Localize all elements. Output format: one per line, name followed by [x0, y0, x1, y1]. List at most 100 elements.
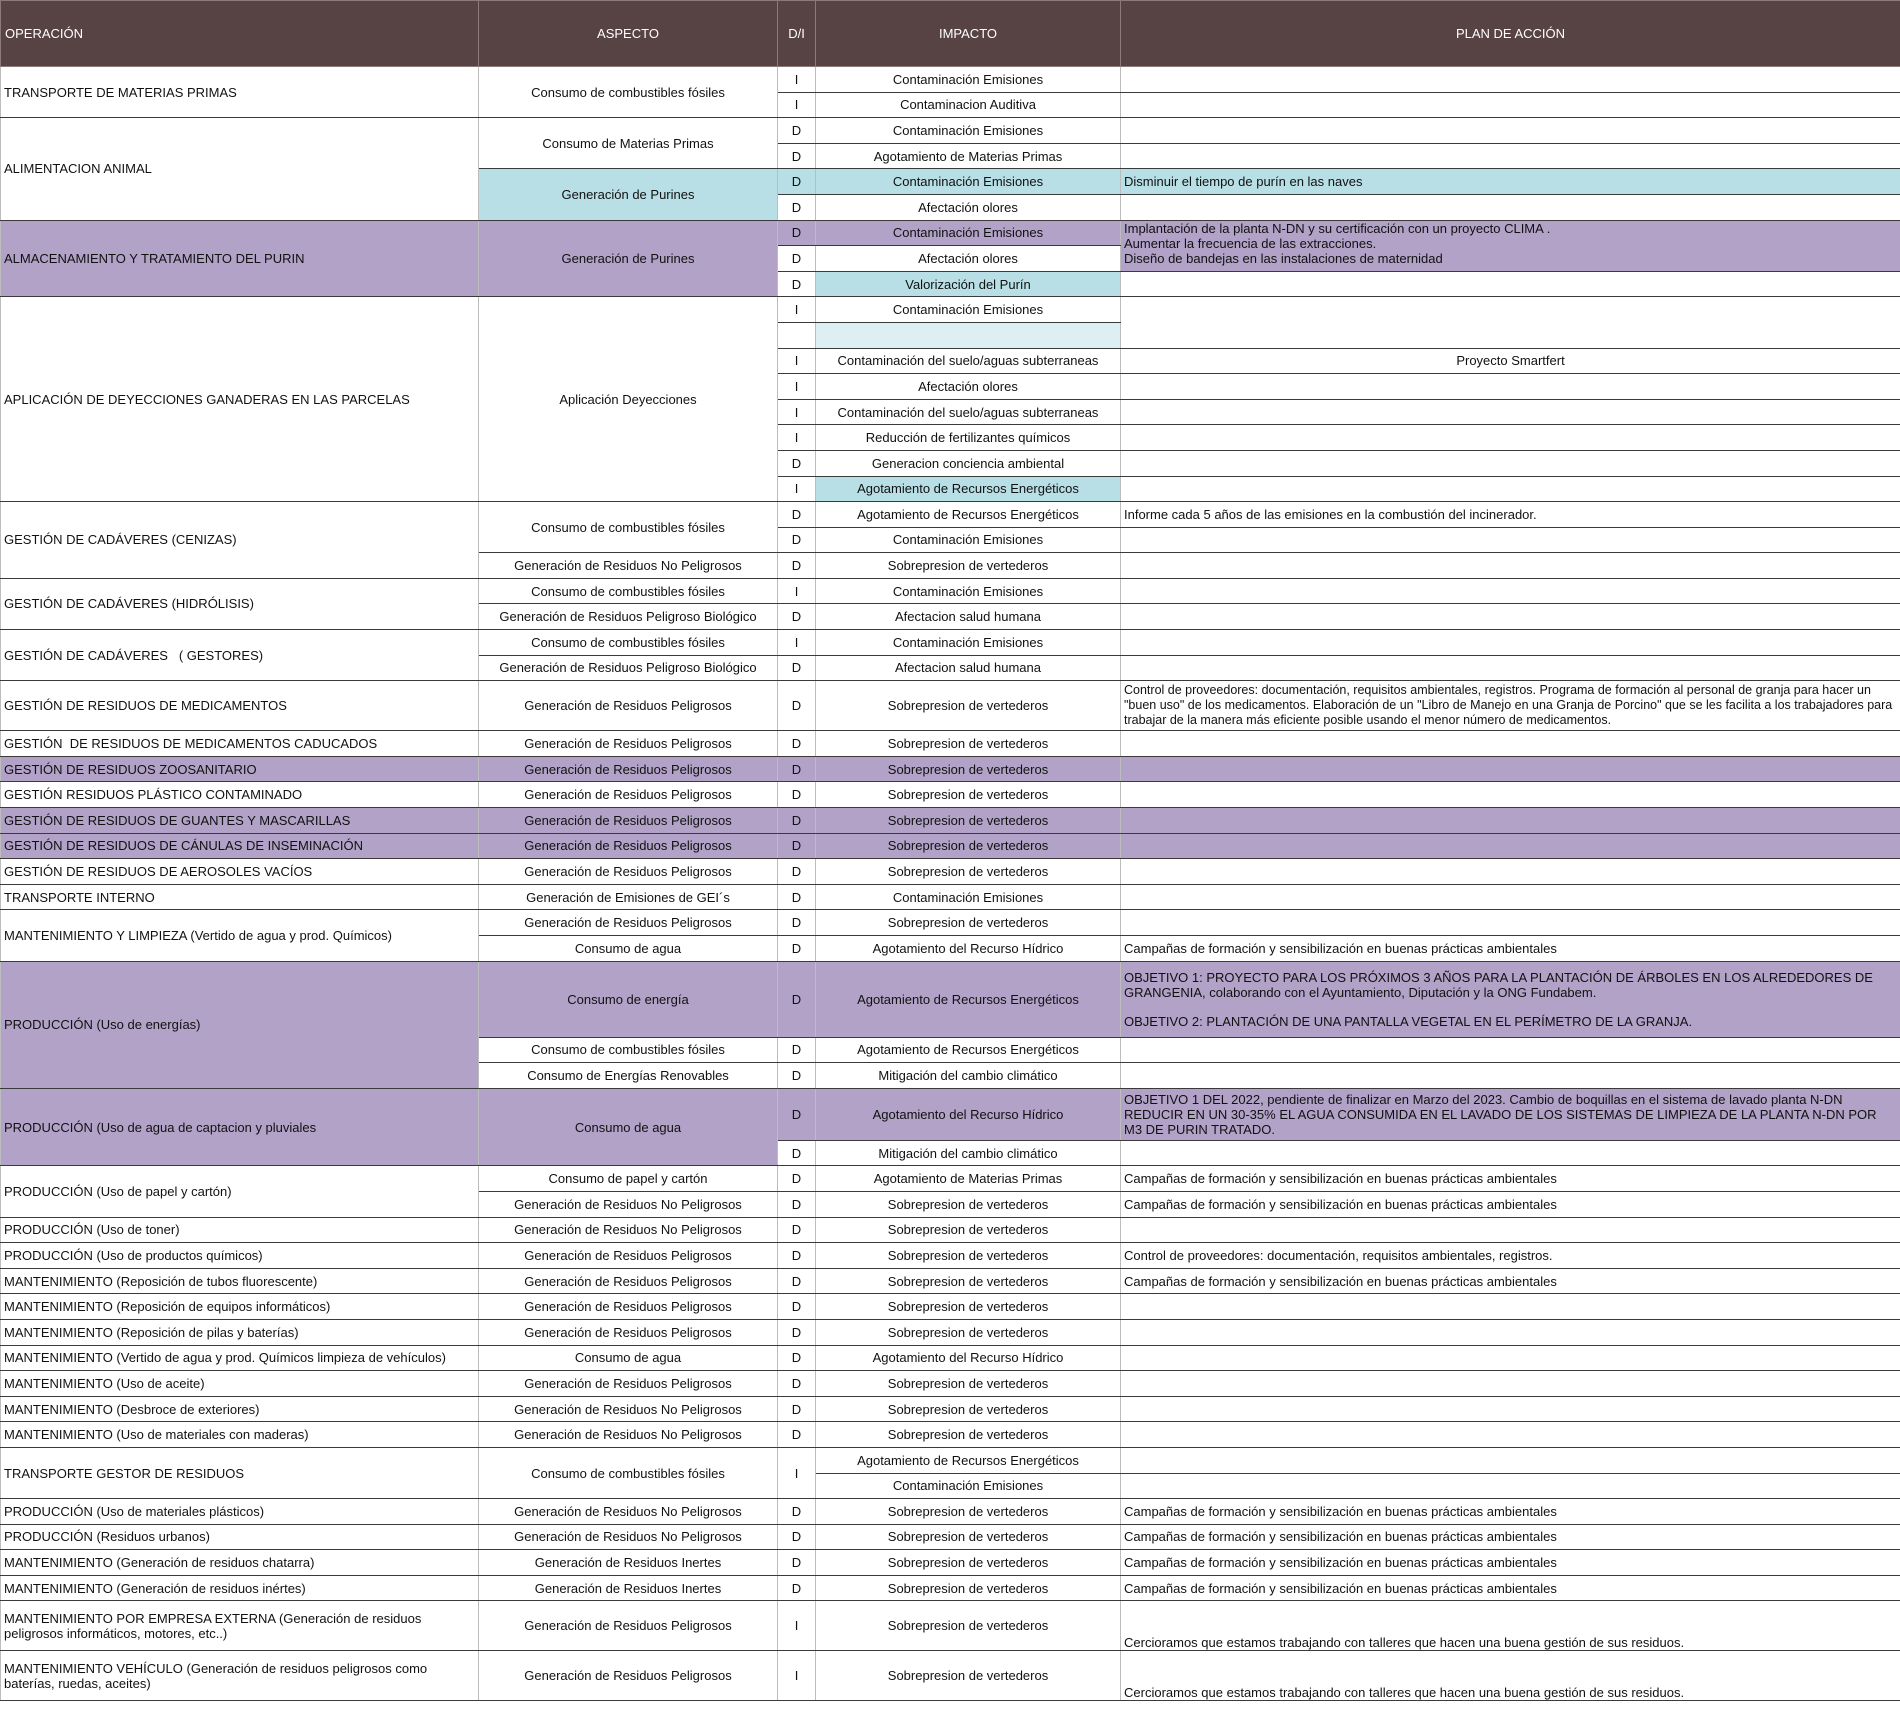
aspect-cell[interactable]: Generación de Residuos Peligrosos: [478, 832, 778, 860]
plan-cell[interactable]: [1120, 193, 1900, 221]
di-cell[interactable]: D: [777, 142, 816, 170]
di-cell[interactable]: I: [777, 91, 816, 119]
aspect-cell[interactable]: Consumo de combustibles fósiles: [478, 501, 778, 554]
aspect-cell[interactable]: Consumo de combustibles fósiles: [478, 65, 778, 119]
plan-cell[interactable]: OBJETIVO 1: PROYECTO PARA LOS PRÓXIMOS 3…: [1120, 960, 1900, 1038]
di-cell[interactable]: I: [777, 577, 816, 605]
impact-cell[interactable]: Mitigación del cambio climático: [815, 1062, 1121, 1089]
plan-cell[interactable]: [1120, 552, 1900, 579]
di-cell[interactable]: D: [777, 883, 816, 911]
di-cell[interactable]: D: [777, 1036, 816, 1064]
impact-cell[interactable]: Sobrepresion de vertederos: [815, 1267, 1121, 1295]
plan-cell[interactable]: [1120, 1293, 1900, 1320]
impact-cell[interactable]: Sobrepresion de vertederos: [815, 1370, 1121, 1397]
aspect-cell[interactable]: Generación de Emisiones de GEI´s: [478, 883, 778, 911]
plan-cell[interactable]: [1120, 1446, 1900, 1474]
impact-cell[interactable]: Agotamiento de Materias Primas: [815, 142, 1121, 170]
aspect-cell[interactable]: Consumo de agua: [478, 935, 778, 962]
aspect-cell[interactable]: Generación de Residuos Peligrosos: [478, 680, 778, 732]
di-cell[interactable]: I: [777, 347, 816, 375]
di-cell[interactable]: D: [777, 193, 816, 221]
aspect-cell[interactable]: Consumo de agua: [478, 1344, 778, 1372]
plan-cell[interactable]: [1120, 781, 1900, 809]
di-cell[interactable]: D: [777, 1293, 816, 1320]
impact-cell[interactable]: Sobrepresion de vertederos: [815, 1549, 1121, 1576]
di-cell[interactable]: D: [777, 1062, 816, 1089]
aspect-cell[interactable]: Aplicación Deyecciones: [478, 296, 778, 503]
plan-cell[interactable]: Cercioramos que estamos trabajando con t…: [1120, 1650, 1900, 1702]
aspect-cell[interactable]: Generación de Residuos Peligroso Biológi…: [478, 654, 778, 682]
plan-cell[interactable]: [1120, 398, 1900, 426]
di-cell[interactable]: D: [777, 449, 816, 477]
di-cell[interactable]: D: [777, 1549, 816, 1576]
di-cell[interactable]: D: [777, 1190, 816, 1218]
operation-cell[interactable]: TRANSPORTE GESTOR DE RESIDUOS: [0, 1446, 479, 1500]
di-cell[interactable]: I: [777, 373, 816, 400]
impact-cell[interactable]: Agotamiento de Materias Primas: [815, 1165, 1121, 1192]
di-cell[interactable]: D: [777, 1344, 816, 1372]
aspect-cell[interactable]: Generación de Residuos No Peligrosos: [478, 1498, 778, 1525]
aspect-cell[interactable]: Consumo de papel y cartón: [478, 1165, 778, 1192]
aspect-cell[interactable]: Consumo de combustibles fósiles: [478, 577, 778, 605]
plan-cell[interactable]: [1120, 858, 1900, 885]
di-cell[interactable]: D: [777, 781, 816, 809]
di-cell[interactable]: D: [777, 1242, 816, 1269]
aspect-cell[interactable]: Consumo de Energías Renovables: [478, 1062, 778, 1089]
aspect-cell[interactable]: Generación de Residuos Peligrosos: [478, 1293, 778, 1320]
impact-cell[interactable]: Contaminación Emisiones: [815, 629, 1121, 656]
plan-cell[interactable]: [1120, 1421, 1900, 1448]
impact-cell[interactable]: Reducción de fertilizantes químicos: [815, 424, 1121, 451]
impact-cell[interactable]: Contaminacion Auditiva: [815, 91, 1121, 119]
impact-cell[interactable]: Sobrepresion de vertederos: [815, 1318, 1121, 1346]
plan-cell[interactable]: [1120, 1370, 1900, 1397]
operation-cell[interactable]: PRODUCCIÓN (Uso de agua de captacion y p…: [0, 1087, 479, 1167]
aspect-cell[interactable]: Generación de Residuos Peligrosos: [478, 781, 778, 809]
di-cell[interactable]: D: [777, 1216, 816, 1244]
impact-cell[interactable]: Contaminación Emisiones: [815, 1472, 1121, 1500]
di-cell[interactable]: [777, 321, 816, 349]
operation-cell[interactable]: PRODUCCIÓN (Uso de productos químicos): [0, 1242, 479, 1269]
impact-cell[interactable]: Afectación olores: [815, 373, 1121, 400]
plan-cell[interactable]: [1120, 1472, 1900, 1500]
di-cell[interactable]: D: [777, 117, 816, 144]
plan-cell[interactable]: [1120, 1036, 1900, 1064]
plan-cell[interactable]: Control de proveedores: documentación, r…: [1120, 680, 1900, 732]
impact-cell[interactable]: Sobrepresion de vertederos: [815, 755, 1121, 783]
plan-cell[interactable]: [1120, 577, 1900, 605]
header-aspecto[interactable]: ASPECTO: [478, 0, 778, 67]
di-cell[interactable]: I: [777, 66, 816, 93]
impact-cell[interactable]: Sobrepresion de vertederos: [815, 781, 1121, 809]
impact-cell[interactable]: Agotamiento del Recurso Hídrico: [815, 1087, 1121, 1141]
aspect-cell[interactable]: Consumo de energía: [478, 960, 778, 1038]
di-cell[interactable]: D: [777, 1395, 816, 1423]
plan-cell[interactable]: Campañas de formación y sensibilización …: [1120, 1190, 1900, 1218]
plan-cell[interactable]: [1120, 654, 1900, 682]
plan-cell[interactable]: [1120, 909, 1900, 936]
impact-cell[interactable]: Sobrepresion de vertederos: [815, 1242, 1121, 1269]
aspect-cell[interactable]: Generación de Residuos Peligrosos: [478, 1318, 778, 1346]
impact-cell[interactable]: Contaminación Emisiones: [815, 526, 1121, 554]
plan-cell[interactable]: Campañas de formación y sensibilización …: [1120, 1267, 1900, 1295]
di-cell[interactable]: D: [777, 832, 816, 860]
plan-cell[interactable]: Disminuir el tiempo de purín en las nave…: [1120, 168, 1900, 195]
plan-cell[interactable]: Proyecto Smartfert: [1120, 347, 1900, 375]
impact-cell[interactable]: Contaminación del suelo/aguas subterrane…: [815, 347, 1121, 375]
plan-cell[interactable]: [1120, 373, 1900, 400]
operation-cell[interactable]: TRANSPORTE DE MATERIAS PRIMAS: [0, 65, 479, 119]
aspect-cell[interactable]: Generación de Residuos No Peligrosos: [478, 1216, 778, 1244]
aspect-cell[interactable]: Generación de Residuos Peligrosos: [478, 1242, 778, 1269]
operation-cell[interactable]: MANTENIMIENTO (Uso de materiales con mad…: [0, 1421, 479, 1448]
plan-cell[interactable]: [1120, 832, 1900, 860]
impact-cell[interactable]: Sobrepresion de vertederos: [815, 680, 1121, 732]
operation-cell[interactable]: TRANSPORTE INTERNO: [0, 883, 479, 911]
operation-cell[interactable]: APLICACIÓN DE DEYECCIONES GANADERAS EN L…: [0, 296, 479, 503]
di-cell[interactable]: D: [777, 1318, 816, 1346]
impact-cell[interactable]: [815, 321, 1121, 349]
operation-cell[interactable]: ALMACENAMIENTO Y TRATAMIENTO DEL PURIN: [0, 219, 479, 298]
impact-cell[interactable]: Agotamiento de Recursos Energéticos: [815, 1446, 1121, 1474]
operation-cell[interactable]: MANTENIMIENTO (Generación de residuos ch…: [0, 1549, 479, 1576]
di-cell[interactable]: D: [777, 858, 816, 885]
impact-cell[interactable]: Mitigación del cambio climático: [815, 1139, 1121, 1167]
impact-cell[interactable]: Agotamiento del Recurso Hídrico: [815, 935, 1121, 962]
di-cell[interactable]: D: [777, 552, 816, 579]
